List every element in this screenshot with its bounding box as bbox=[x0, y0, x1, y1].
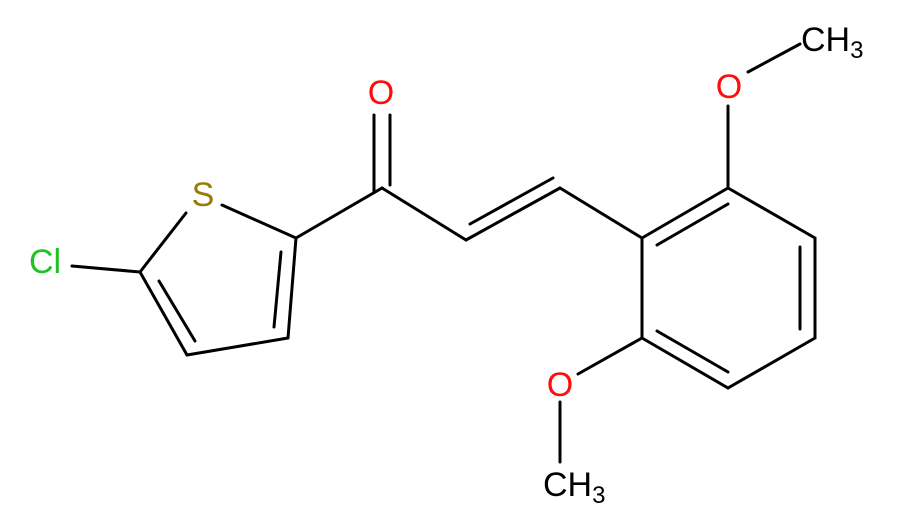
bond-ring-5 bbox=[640, 336, 730, 390]
sulfur-label: S bbox=[192, 176, 215, 214]
bond-carbonyl-ch bbox=[380, 186, 468, 242]
bond-s-c2 bbox=[220, 203, 298, 240]
bond-ch-ch bbox=[464, 186, 562, 242]
bond-cl-c5 bbox=[70, 264, 142, 274]
bond-ch-ch-inner bbox=[468, 176, 555, 226]
bond-ring-4 bbox=[726, 336, 817, 390]
methoxy-bottom-oxygen-label: O bbox=[547, 366, 573, 404]
carbonyl-oxygen-label: O bbox=[368, 74, 394, 112]
chlorine-label: Cl bbox=[29, 243, 61, 281]
bond-ch-ring bbox=[558, 186, 644, 240]
bond-ring-2 bbox=[726, 186, 817, 240]
bond-ring-1 bbox=[640, 186, 730, 240]
bond-c5-s bbox=[138, 211, 188, 274]
methoxy-bottom-methyl-label: CH3 bbox=[543, 466, 605, 509]
bond-ring-1-inner bbox=[655, 202, 730, 247]
bond-c4-c3 bbox=[185, 336, 290, 357]
bond-o-ch3-top bbox=[746, 42, 802, 74]
bond-c3-c2 bbox=[286, 236, 298, 340]
bond-c3-c2-inner bbox=[272, 250, 283, 329]
bond-ring-5-inner bbox=[655, 329, 730, 374]
bond-c5-c4 bbox=[138, 270, 189, 357]
bonds bbox=[70, 42, 817, 464]
atom-labels: Cl S O O CH3 O CH3 bbox=[29, 21, 864, 509]
methoxy-top-methyl-label: CH3 bbox=[801, 21, 863, 64]
bond-ring-o-bottom bbox=[576, 336, 644, 376]
bond-c5-c4-inner bbox=[157, 279, 197, 343]
bond-c2-carbonyl bbox=[294, 186, 384, 240]
methoxy-top-oxygen-label: O bbox=[716, 68, 742, 106]
